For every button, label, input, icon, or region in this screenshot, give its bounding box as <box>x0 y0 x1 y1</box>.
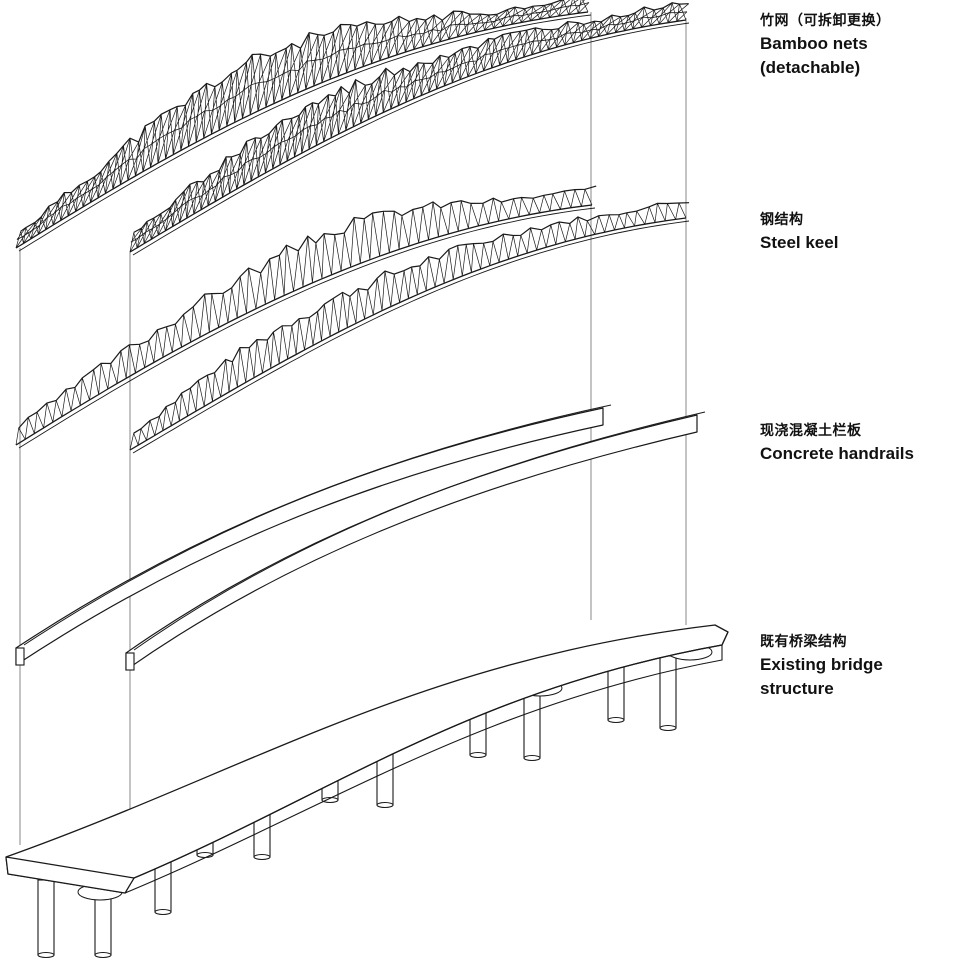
nets-front-top-chord <box>20 0 564 232</box>
column-base <box>469 751 487 759</box>
nets-front-web-members <box>15 0 590 249</box>
handrail-top-edge <box>133 411 706 651</box>
deck-top-edge <box>133 631 729 879</box>
keel-front-web-members <box>15 189 593 446</box>
column-base <box>321 796 339 804</box>
nets-back-top-chord <box>133 2 689 233</box>
column-base <box>94 951 112 959</box>
column-base <box>37 951 55 959</box>
handrail-body <box>125 414 698 671</box>
keel-back-bottom-chord-2 <box>132 220 690 454</box>
handrail-end <box>125 652 135 671</box>
bridge-column <box>607 663 625 721</box>
nets-back-bottom-chord-2 <box>132 22 690 256</box>
bridge-deck <box>5 624 729 894</box>
handrail-body <box>15 407 604 666</box>
bamboo-nets-truss <box>15 0 690 256</box>
bridge-column <box>37 879 55 956</box>
existing-bridge-structure <box>5 624 729 959</box>
keel-front-bottom-chord-2 <box>18 207 596 449</box>
column-base <box>154 908 172 916</box>
column-base <box>376 801 394 809</box>
column-base <box>253 853 271 861</box>
steel-keel-truss <box>15 185 690 454</box>
bridge-column <box>523 687 541 759</box>
handrail-top-edge <box>23 404 612 646</box>
nets-back-web-members <box>129 2 689 253</box>
keel-back-web-members <box>129 202 687 451</box>
bridge-column <box>659 655 677 729</box>
column-base <box>659 724 677 732</box>
handrail-end <box>15 647 25 666</box>
nets-back-mid-chord <box>130 11 688 243</box>
column-base <box>523 754 541 762</box>
nets-front-bottom-chord-2 <box>18 14 592 252</box>
deck-bottom-edge <box>124 645 723 894</box>
column-base <box>607 716 625 724</box>
concrete-handrails <box>15 404 706 671</box>
projection-guide-lines <box>19 12 687 865</box>
